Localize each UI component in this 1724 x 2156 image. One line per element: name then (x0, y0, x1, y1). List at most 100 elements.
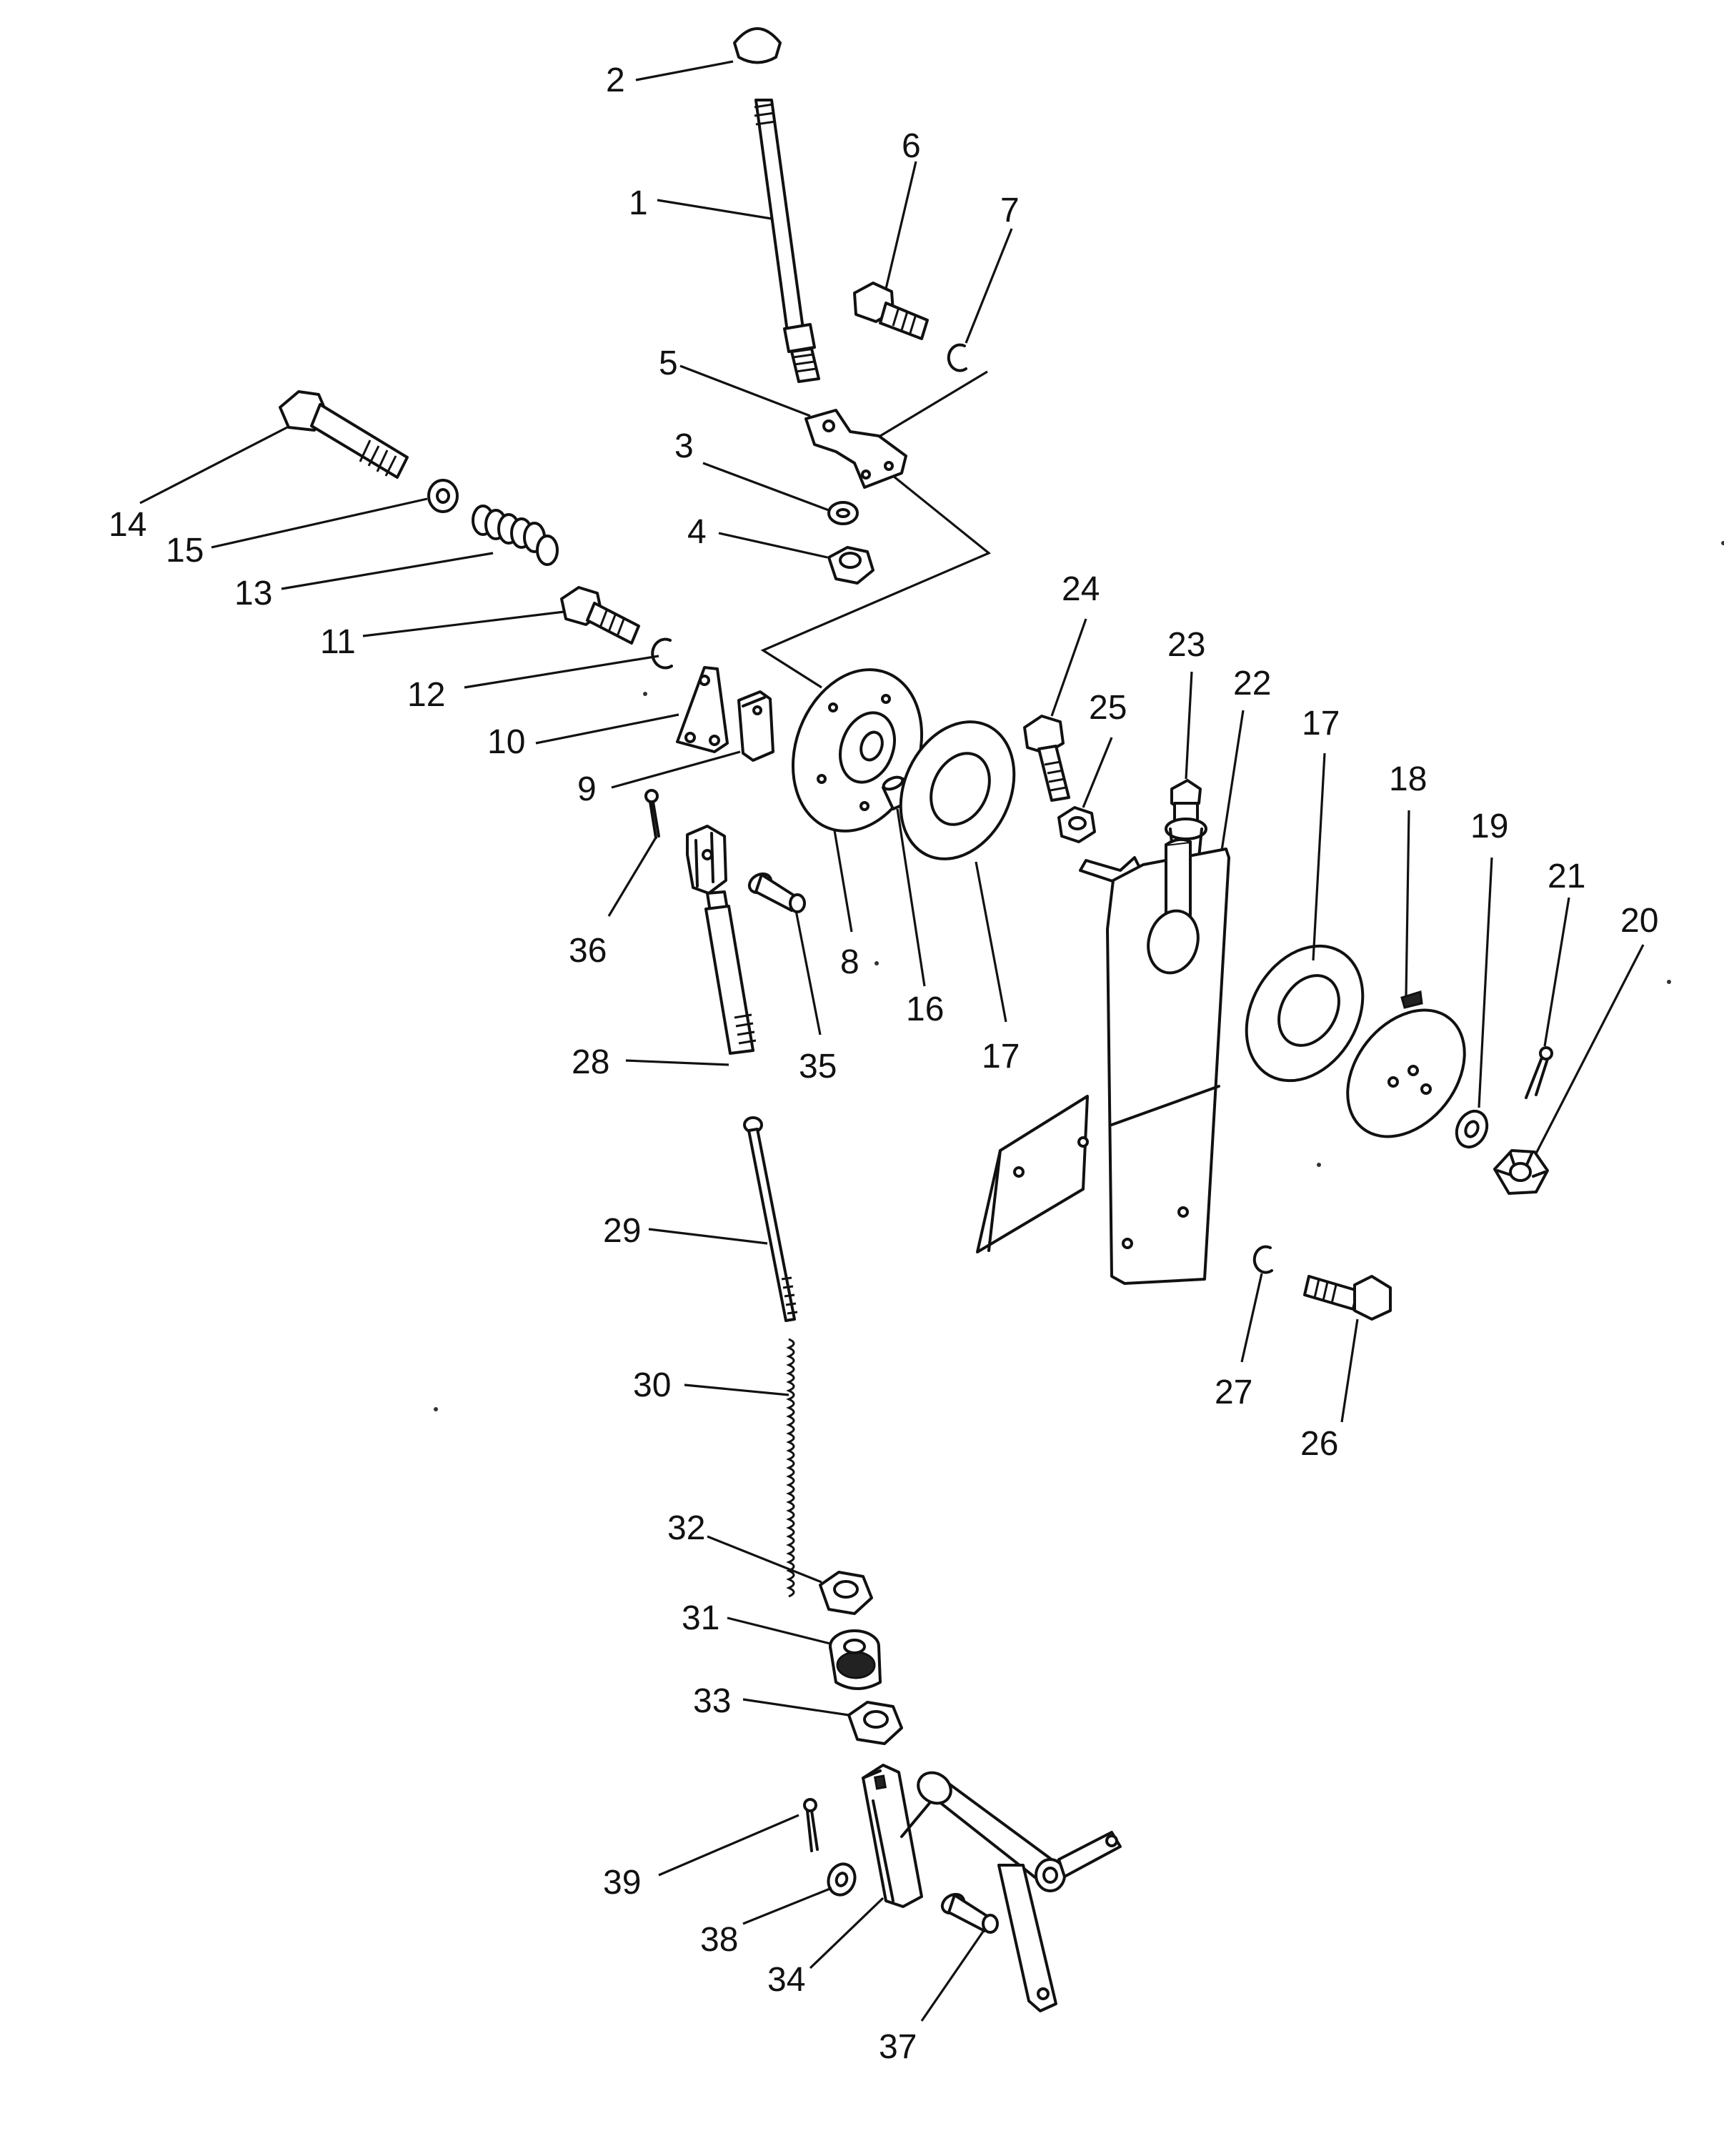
callout-28: 28 (572, 1043, 609, 1081)
leader-15 (211, 497, 428, 549)
leader-16 (896, 808, 926, 987)
leader-33 (742, 1698, 849, 1717)
part-19-washer (1455, 1109, 1489, 1149)
part-36-cotter-pin (644, 789, 660, 839)
leader-18 (1405, 810, 1410, 997)
callout-5: 5 (659, 344, 678, 382)
leader-29 (648, 1228, 768, 1245)
leader-27 (1240, 1273, 1263, 1363)
callout-29: 29 (603, 1212, 641, 1250)
callout-11: 11 (320, 623, 356, 661)
part-31-bushing (829, 1629, 882, 1690)
part-12-snap-ring (651, 637, 673, 670)
callout-9: 9 (577, 770, 597, 808)
leader-8 (833, 830, 853, 933)
part-22-main-plate (976, 838, 1230, 1285)
leader-30 (684, 1383, 789, 1396)
callout-26: 26 (1300, 1425, 1338, 1463)
part-4-nut (827, 546, 875, 585)
part-38-washer (827, 1862, 857, 1897)
leader-lines (139, 60, 1645, 2022)
part-18-cam-plate (1346, 990, 1466, 1138)
leader-23 (1185, 671, 1193, 780)
callout-15: 15 (166, 532, 204, 570)
part-29-long-rod (743, 1116, 798, 1322)
part-25-nut (1057, 806, 1096, 843)
callout-31: 31 (682, 1599, 719, 1637)
callout-37: 37 (879, 2028, 917, 2066)
leader-2 (635, 60, 734, 81)
leader-22 (1220, 710, 1245, 851)
part-11-bolt (560, 586, 640, 645)
leader-3 (702, 462, 829, 512)
leader-7-bracket (880, 370, 988, 437)
callout-18: 18 (1389, 760, 1427, 798)
leader-10 (535, 713, 679, 745)
leader-31 (727, 1616, 831, 1645)
part-34-bell-crank (862, 1764, 1122, 2012)
leader-38 (742, 1887, 832, 1925)
leader-35 (794, 910, 822, 1035)
callout-35: 35 (799, 1048, 837, 1086)
callout-21: 21 (1548, 858, 1585, 895)
part-3-lock-washer (827, 501, 859, 525)
callout-36: 36 (569, 932, 607, 970)
part-17-washer-right (1245, 944, 1365, 1083)
callout-4: 4 (687, 513, 707, 551)
part-37-clevis-pin (940, 1892, 999, 1934)
callout-33: 33 (693, 1682, 731, 1720)
part-33-nut (847, 1701, 903, 1745)
leader-13 (281, 552, 494, 590)
part-28-clevis-rod (686, 825, 757, 1055)
callout-20: 20 (1620, 902, 1658, 940)
callout-17a: 17 (982, 1038, 1020, 1075)
callout-30: 30 (633, 1366, 671, 1404)
leader-32 (707, 1535, 822, 1584)
part-14-long-bolt (279, 390, 409, 479)
callout-1: 1 (629, 184, 648, 222)
leader-9 (611, 750, 741, 789)
part-7-snap-ring (947, 343, 967, 372)
callout-16: 16 (906, 990, 944, 1028)
leader-39 (658, 1814, 799, 1877)
leader-17a (975, 861, 1007, 1023)
callout-39: 39 (603, 1864, 641, 1902)
callout-25: 25 (1089, 689, 1127, 727)
part-15-washer (427, 479, 459, 513)
part-6-bolt (853, 282, 929, 340)
part-2-knob (733, 27, 782, 64)
leader-19 (1478, 857, 1493, 1108)
callout-19: 19 (1470, 808, 1508, 845)
callout-7: 7 (1000, 192, 1020, 229)
leader-1 (657, 199, 772, 220)
part-1-lever-rod (754, 99, 820, 383)
part-35-clevis-pin (747, 872, 806, 913)
leader-17b (1312, 752, 1326, 961)
callout-2: 2 (606, 61, 625, 99)
callout-6: 6 (902, 127, 921, 165)
callout-3: 3 (674, 427, 694, 465)
part-20-castle-nut (1493, 1149, 1549, 1195)
callout-14: 14 (109, 506, 146, 544)
part-13-spring (472, 505, 559, 566)
leader-34 (809, 1897, 885, 1969)
callout-17b: 17 (1302, 705, 1340, 742)
leader-bracket-to-hub (760, 475, 992, 689)
callout-8: 8 (840, 943, 859, 981)
callout-labels: 2 1 6 7 5 3 4 14 15 13 11 12 10 9 36 35 … (109, 61, 1658, 2066)
leader-25 (1082, 737, 1113, 808)
part-23-stud (1165, 779, 1207, 859)
leader-26 (1340, 1318, 1359, 1423)
part-5-bracket (804, 409, 907, 489)
part-32-nut (819, 1571, 873, 1615)
leader-12 (464, 655, 659, 689)
leader-4 (718, 532, 828, 559)
part-26-bolt (1303, 1275, 1392, 1321)
callout-27: 27 (1215, 1373, 1252, 1411)
part-9-block (737, 690, 774, 762)
part-27-snap-ring (1252, 1245, 1273, 1274)
part-10-plate (676, 666, 729, 753)
leader-6 (885, 161, 917, 289)
leader-20 (1535, 944, 1645, 1154)
